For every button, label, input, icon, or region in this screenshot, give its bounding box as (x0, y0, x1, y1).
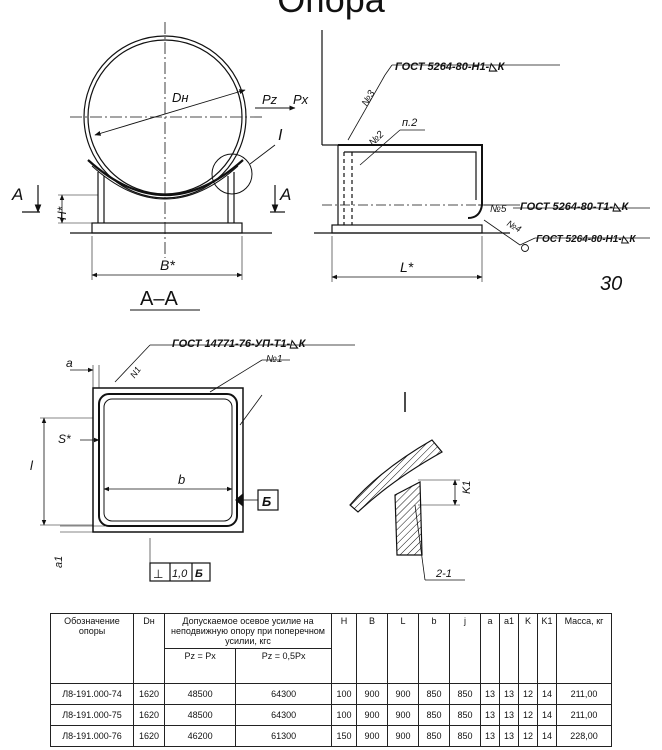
label-s: S* (58, 432, 71, 446)
cell: 14 (537, 725, 557, 747)
label-l-star: L* (400, 259, 414, 275)
cell: 850 (449, 725, 481, 747)
cell: 150 (331, 725, 357, 747)
cell: 850 (418, 704, 450, 726)
section-mark-left: A (11, 185, 23, 204)
cell: 900 (387, 725, 419, 747)
cell: 12 (518, 704, 538, 726)
cell: 13 (480, 704, 500, 726)
label-a1: a1 (53, 556, 65, 568)
cell: 850 (449, 704, 481, 726)
header-designation: Обозначение опоры (50, 613, 134, 684)
label-detail-i: I (278, 127, 283, 144)
cell: 100 (331, 704, 357, 726)
label-l: l (30, 458, 34, 473)
cell: 64300 (235, 704, 332, 726)
cell: 61300 (235, 725, 332, 747)
header-k1: K1 (537, 613, 557, 684)
label-item1: №1 (266, 354, 282, 365)
label-px: Px (293, 92, 309, 107)
plan-section (40, 344, 355, 582)
table-row: Л8-191.000-74 1620 48500 64300 100 900 9… (50, 683, 612, 705)
specification-table: Обозначение опоры Dн Допускаемое осевое … (50, 613, 612, 747)
cell: 12 (518, 683, 538, 705)
gost-label-1: ГОСТ 5264-80-Н1-◺К (395, 61, 506, 73)
header-b: b (418, 613, 450, 684)
cell: 211,00 (556, 683, 612, 705)
section-mark-right: A (279, 185, 291, 204)
header-a: a (480, 613, 500, 684)
cell: 12 (518, 725, 538, 747)
gost-label-3: ГОСТ 5264-80-Н1-◺К (536, 234, 636, 245)
label-item3: №3 (360, 88, 378, 108)
header-dn: Dн (133, 613, 165, 684)
cell: 13 (499, 704, 519, 726)
cell: 46200 (163, 725, 237, 747)
header-mass: Масса, кг (556, 613, 612, 684)
cell: 900 (387, 704, 419, 726)
cell: 211,00 (556, 704, 612, 726)
label-weld: 2-1 (435, 568, 452, 580)
section-label-a-a: А–А (140, 288, 178, 310)
detail-i-view (349, 392, 465, 581)
cell: 1620 (133, 704, 165, 726)
gost-label-4: ГОСТ 14771-76-УП-Т1-◺К (172, 338, 307, 350)
cell: 900 (356, 683, 388, 705)
table-row: Л8-191.000-75 1620 48500 64300 100 900 9… (50, 704, 612, 726)
label-perp-val: 1,0 (172, 568, 188, 580)
header-b-cap: B (356, 613, 388, 684)
cell: 13 (480, 683, 500, 705)
label-item5: №5 (490, 204, 507, 215)
cell: 48500 (163, 683, 237, 705)
label-dn: Dн (172, 90, 189, 105)
header-h: H (331, 613, 357, 684)
table-row: Л8-191.000-76 1620 46200 61300 150 900 9… (50, 725, 612, 747)
cell: 48500 (163, 704, 237, 726)
label-pz: Pz (262, 92, 278, 107)
cell: 850 (449, 683, 481, 705)
cell: 13 (499, 683, 519, 705)
cell: 1620 (133, 683, 165, 705)
cell: 850 (418, 683, 450, 705)
header-pz-half: Pz = 0,5Px (235, 648, 332, 684)
header-pz-eq: Pz = Px (163, 648, 237, 684)
cell: 13 (499, 725, 519, 747)
cell: 14 (537, 704, 557, 726)
label-perp-ref: Б (195, 568, 203, 580)
cell: 64300 (235, 683, 332, 705)
cell: Л8-191.000-76 (50, 725, 134, 747)
handwritten-note: 30 (600, 273, 622, 295)
label-h: H* (55, 206, 69, 220)
side-view (314, 30, 650, 282)
label-k1: K1 (461, 481, 473, 494)
cell: 13 (480, 725, 500, 747)
cell: 1620 (133, 725, 165, 747)
label-b-star: B* (160, 257, 175, 273)
section-a-a-view (22, 22, 296, 311)
header-a1: a1 (499, 613, 519, 684)
label-p2: п.2 (402, 117, 417, 129)
cell: 900 (356, 704, 388, 726)
cell: 900 (387, 683, 419, 705)
header-k: K (518, 613, 538, 684)
cell: 850 (418, 725, 450, 747)
header-j: j (449, 613, 481, 684)
technical-drawing: Dн Pz Px I A A H* B* А–А L* №3 №2 п.2 №5… (11, 22, 650, 582)
cell: Л8-191.000-75 (50, 704, 134, 726)
label-a: a (66, 356, 73, 370)
cell: 900 (356, 725, 388, 747)
label-n1: N1 (128, 365, 143, 380)
label-item4: №4 (505, 218, 523, 234)
label-perp: ⊥ (153, 567, 163, 581)
label-datum-b: Б (262, 494, 271, 509)
header-l-cap: L (387, 613, 419, 684)
cell: 100 (331, 683, 357, 705)
label-b: b (178, 472, 185, 487)
cell: 14 (537, 683, 557, 705)
gost-label-2: ГОСТ 5264-80-Т1-◺К (520, 201, 629, 213)
page-title: Опора (0, 0, 662, 18)
cell: Л8-191.000-74 (50, 683, 134, 705)
cell: 228,00 (556, 725, 612, 747)
header-force: Допускаемое осевое усилие на неподвижную… (164, 613, 332, 649)
